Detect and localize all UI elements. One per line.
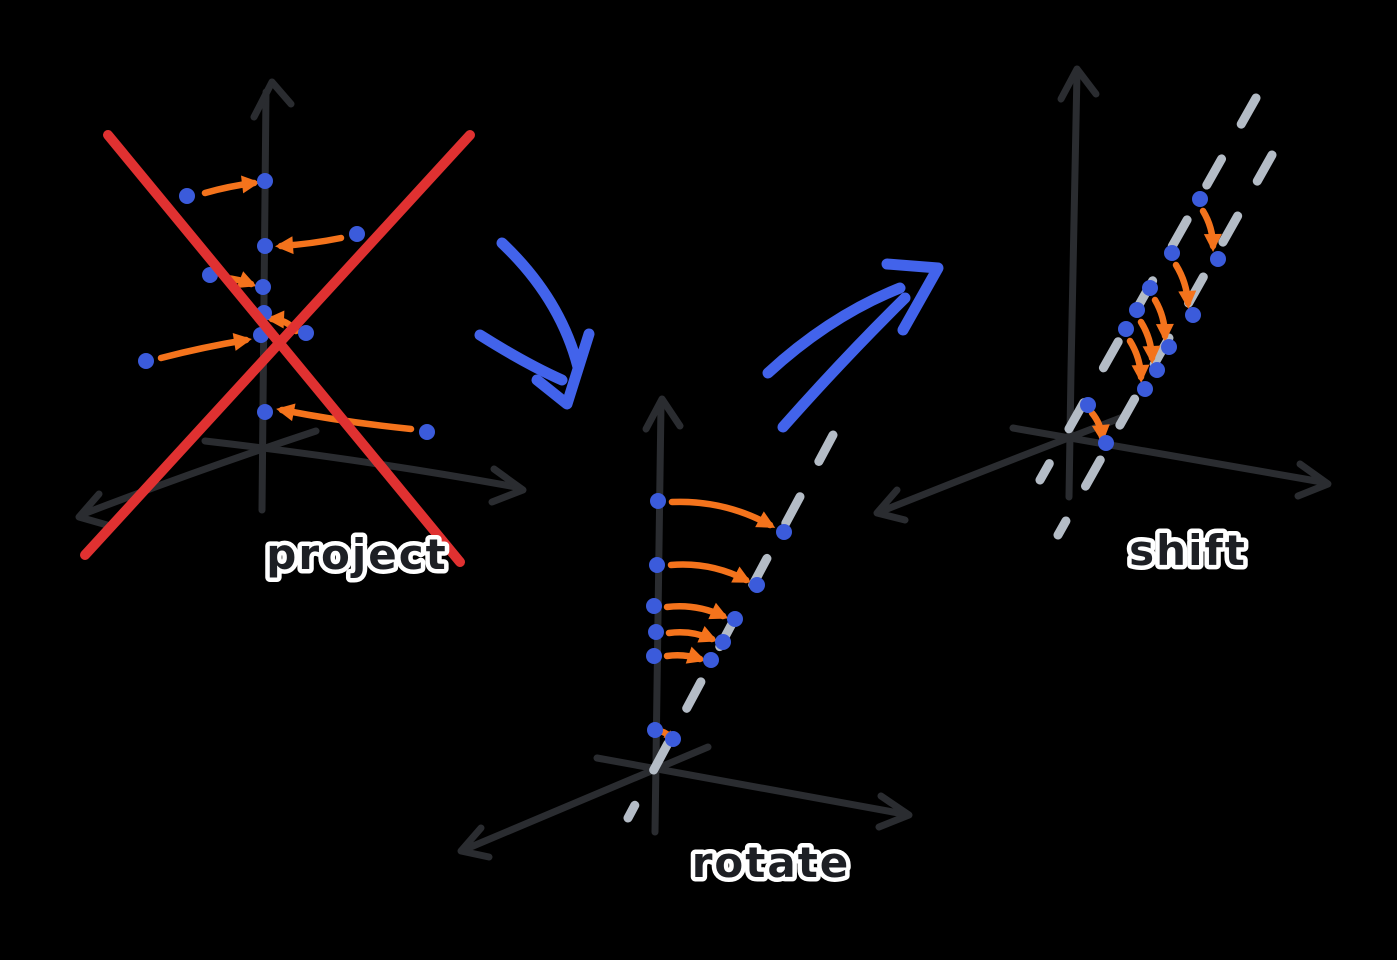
transform-arrowhead-icon bbox=[685, 646, 706, 664]
red-cross-stroke-1 bbox=[103, 130, 465, 567]
data-point bbox=[648, 624, 664, 640]
red-cross-stroke-2 bbox=[80, 130, 475, 560]
data-point-transformed bbox=[255, 279, 271, 295]
x-axis-arrowhead-icon bbox=[875, 792, 913, 831]
data-point-transformed bbox=[1161, 339, 1177, 355]
data-point-transformed bbox=[1210, 251, 1226, 267]
transform-arrowhead-icon bbox=[236, 271, 257, 288]
panel-project: project bbox=[75, 78, 527, 584]
y-axis bbox=[651, 400, 665, 836]
data-point bbox=[1192, 191, 1208, 207]
transform-arrow bbox=[157, 336, 250, 362]
data-point bbox=[1080, 397, 1096, 413]
flow-arrow-shaft bbox=[496, 237, 584, 373]
y-axis-arrowhead-icon bbox=[1057, 65, 1100, 103]
data-point bbox=[1164, 245, 1180, 261]
transform-arrowhead-icon bbox=[1155, 323, 1174, 342]
data-point-transformed bbox=[749, 577, 765, 593]
x-axis bbox=[593, 754, 908, 818]
data-point bbox=[647, 722, 663, 738]
axes bbox=[457, 395, 913, 861]
panel-label-rotate: rotate bbox=[692, 838, 851, 887]
data-point bbox=[1129, 302, 1145, 318]
z-axis-arrowhead-icon bbox=[873, 486, 909, 524]
transform-arrowhead-icon bbox=[1131, 364, 1150, 383]
panel-rotate: rotate bbox=[457, 395, 913, 892]
z-axis-arrowhead-icon bbox=[75, 490, 111, 529]
data-point-transformed bbox=[1149, 362, 1165, 378]
data-point-transformed bbox=[727, 611, 743, 627]
flow-arrow-project-to-rotate bbox=[474, 237, 595, 410]
data-point-transformed bbox=[665, 731, 681, 747]
data-point-transformed bbox=[1185, 307, 1201, 323]
data-points bbox=[646, 493, 792, 747]
axes bbox=[873, 65, 1332, 524]
dashed-line bbox=[623, 430, 838, 823]
transform-arrow bbox=[668, 498, 774, 529]
rotation-arrows bbox=[655, 498, 776, 741]
panel-label-project: project bbox=[266, 530, 448, 579]
data-point bbox=[646, 648, 662, 664]
data-point-transformed bbox=[776, 524, 792, 540]
data-point-transformed bbox=[257, 238, 273, 254]
flow-arrowhead-icon bbox=[881, 258, 944, 336]
flow-arrow-rotate-to-shift bbox=[762, 258, 944, 433]
y-axis-arrowhead-icon bbox=[642, 395, 684, 433]
data-points bbox=[138, 173, 435, 440]
data-point bbox=[419, 424, 435, 440]
z-axis-arrowhead-icon bbox=[457, 824, 493, 861]
transform-arrowhead-icon bbox=[276, 403, 296, 422]
flow-arrowhead-icon bbox=[531, 328, 595, 410]
red-cross-icon bbox=[80, 130, 475, 567]
z-axis bbox=[462, 743, 712, 853]
z-axis bbox=[878, 413, 1127, 515]
x-axis bbox=[201, 437, 520, 491]
x-axis-arrowhead-icon bbox=[488, 465, 527, 506]
transform-arrowhead-icon bbox=[1091, 424, 1110, 443]
data-point-transformed bbox=[257, 173, 273, 189]
z-axis bbox=[82, 427, 320, 517]
data-point bbox=[1142, 280, 1158, 296]
data-point-transformed bbox=[1137, 381, 1153, 397]
data-point bbox=[349, 226, 365, 242]
y-axis-arrowhead-icon bbox=[250, 78, 295, 121]
data-point-transformed bbox=[257, 404, 273, 420]
transform-arrowhead-icon bbox=[1142, 345, 1161, 364]
transform-arrowhead-icon bbox=[240, 175, 260, 194]
data-point-transformed bbox=[715, 634, 731, 650]
flow-arrow-shaft-2 bbox=[474, 329, 568, 386]
data-point bbox=[1118, 321, 1134, 337]
axes bbox=[75, 78, 527, 529]
data-point bbox=[298, 325, 314, 341]
dashed-lines bbox=[623, 430, 838, 823]
flow-arrow-shaft-2 bbox=[777, 292, 911, 433]
panel-label-shift: shift bbox=[1129, 526, 1247, 575]
transform-arrowhead-icon bbox=[266, 310, 285, 329]
transform-arrowhead-icon bbox=[275, 236, 294, 255]
data-point-transformed bbox=[1098, 435, 1114, 451]
shift-arrows bbox=[1088, 207, 1222, 443]
transform-arrowhead-icon bbox=[232, 333, 252, 351]
data-points bbox=[1080, 191, 1226, 451]
data-point bbox=[179, 188, 195, 204]
panel-shift: shift bbox=[873, 65, 1332, 580]
transform-arrowhead-icon bbox=[731, 566, 752, 583]
data-point bbox=[650, 493, 666, 509]
data-point bbox=[138, 353, 154, 369]
transform-arrowhead-icon bbox=[708, 602, 729, 620]
transform-arrowhead-icon bbox=[697, 625, 718, 643]
flow-arrow-shaft bbox=[762, 282, 906, 379]
transform-arrowhead-icon bbox=[1178, 290, 1197, 309]
data-point-transformed bbox=[703, 652, 719, 668]
x-axis bbox=[1009, 424, 1326, 486]
x-axis-arrowhead-icon bbox=[1294, 460, 1332, 500]
transform-arrowhead-icon bbox=[755, 511, 776, 528]
data-point bbox=[646, 598, 662, 614]
data-point bbox=[649, 557, 665, 573]
transform-arrowhead-icon bbox=[1203, 233, 1222, 252]
projection-arrows bbox=[157, 175, 415, 433]
